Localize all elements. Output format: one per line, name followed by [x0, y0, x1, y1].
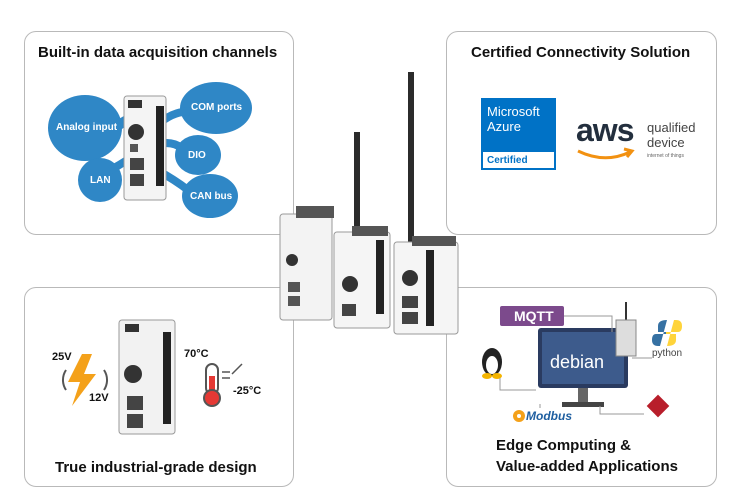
azure-line1: Microsoft [487, 104, 540, 119]
dio-label: DIO [188, 150, 206, 161]
thermometer-icon [203, 363, 243, 407]
voltage-low-label: 12V [89, 392, 109, 404]
modbus-label: Modbus [526, 409, 572, 423]
can-bus-bubble [182, 174, 238, 218]
qualified-line3: internet of things [647, 153, 684, 159]
gateway-mini-icon [615, 302, 637, 357]
mqtt-label: MQTT [514, 308, 554, 324]
temp-high-label: 70°C [184, 348, 209, 360]
azure-certified-logo: Microsoft Azure Certified [481, 98, 556, 170]
node-red-icon [646, 394, 670, 418]
voltage-high-label: 25V [52, 351, 72, 363]
acquisition-title: Built-in data acquisition channels [38, 44, 278, 61]
dio-bubble [175, 135, 221, 175]
qualified-line1: qualified [647, 120, 696, 135]
can-bus-label: CAN bus [190, 191, 233, 202]
azure-badge: Certified [487, 155, 528, 166]
gateway-device-image [123, 95, 167, 201]
connectivity-title: Certified Connectivity Solution [471, 44, 691, 61]
analog-input-bubble [48, 95, 122, 161]
python-icon [652, 320, 682, 346]
modbus-gear-icon [513, 410, 525, 422]
edge-title-line2: Value-added Applications [496, 458, 678, 475]
product-group-image [279, 72, 459, 335]
industrial-device-image [118, 319, 176, 435]
monitor-icon [538, 328, 628, 407]
lightning-icon [61, 354, 109, 406]
edge-title-line1: Edge Computing & [496, 437, 631, 454]
industrial-title: True industrial-grade design [55, 459, 257, 476]
aws-text: aws [576, 112, 634, 148]
debian-logo: debian [550, 352, 605, 372]
lan-label: LAN [90, 175, 111, 186]
linux-tux-icon [482, 348, 502, 379]
python-label: python [652, 348, 683, 359]
qualified-line2: device [647, 135, 685, 150]
aws-smile-icon [577, 147, 635, 160]
com-ports-label: COM ports [191, 102, 243, 113]
analog-input-label: Analog input [56, 122, 118, 133]
com-ports-bubble [180, 82, 252, 134]
mqtt-logo: MQTT [500, 306, 564, 326]
azure-line2: Azure [487, 119, 521, 134]
temp-low-label: -25°C [233, 385, 262, 397]
